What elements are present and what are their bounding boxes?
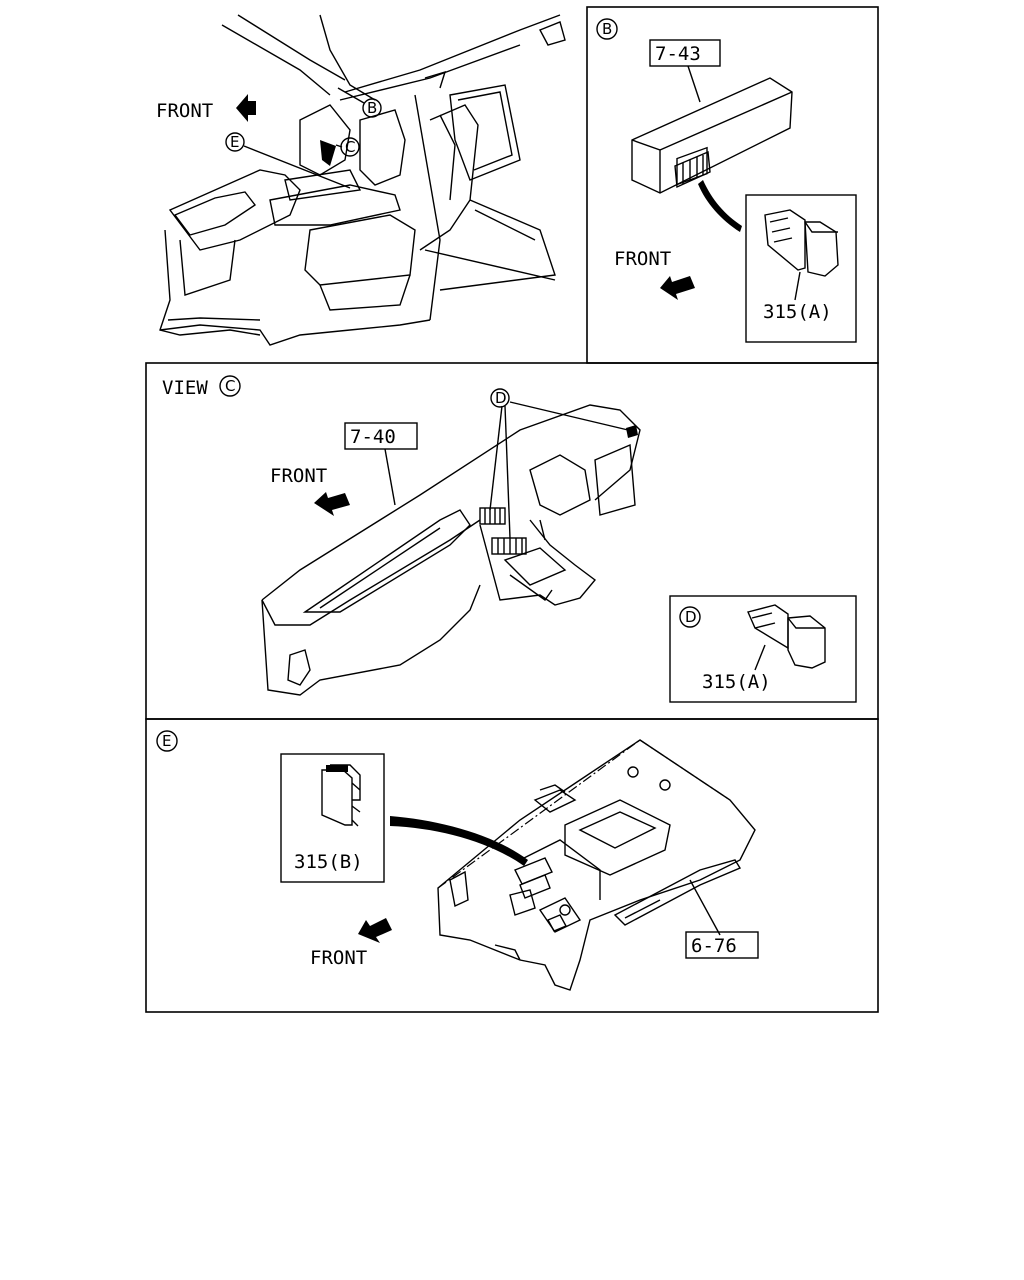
front-label-overview: FRONT — [156, 100, 213, 122]
callout-d-marker: D — [490, 388, 510, 408]
callout-b-letter: B — [367, 99, 377, 117]
callout-e-letter: E — [230, 133, 239, 151]
part-ref-box-7-40 — [344, 422, 418, 450]
part-ref-7-40: 7-40 — [350, 426, 396, 448]
panel-b-badge: B — [596, 18, 618, 40]
panel-e-badge: E — [156, 730, 178, 752]
part-number-d-inset: 315(A) — [702, 671, 771, 693]
part-ref-box-7-43 — [649, 39, 721, 67]
view-c-badge: C — [219, 375, 241, 397]
cab-interior-overview — [159, 14, 566, 346]
callout-c-letter: C — [345, 138, 355, 156]
callout-c-marker: C — [340, 137, 360, 157]
part-ref-box-6-76 — [685, 931, 759, 959]
svg-text:C: C — [225, 377, 235, 395]
callout-d-letter: D — [495, 389, 507, 407]
svg-text:D: D — [685, 608, 697, 626]
callout-b-marker: B — [362, 98, 382, 118]
panel-e: E — [156, 730, 759, 991]
inset-d-badge: D — [679, 606, 701, 628]
view-label: VIEW — [162, 377, 208, 399]
svg-text:E: E — [162, 732, 171, 750]
part-ref-6-76: 6-76 — [691, 935, 737, 957]
part-number-e-inset: 315(B) — [294, 851, 363, 873]
part-ref-7-43: 7-43 — [655, 43, 701, 65]
callout-e-marker: E — [225, 132, 245, 152]
svg-text:B: B — [602, 20, 612, 38]
front-label-e: FRONT — [310, 947, 367, 969]
panel-b: B 7-43 — [596, 18, 857, 343]
front-label-b: FRONT — [614, 248, 671, 270]
front-label-c: FRONT — [270, 465, 327, 487]
part-number-b: 315(A) — [763, 301, 832, 323]
panel-frames — [145, 6, 879, 1013]
panel-c: C 7-40 D — [219, 375, 857, 703]
